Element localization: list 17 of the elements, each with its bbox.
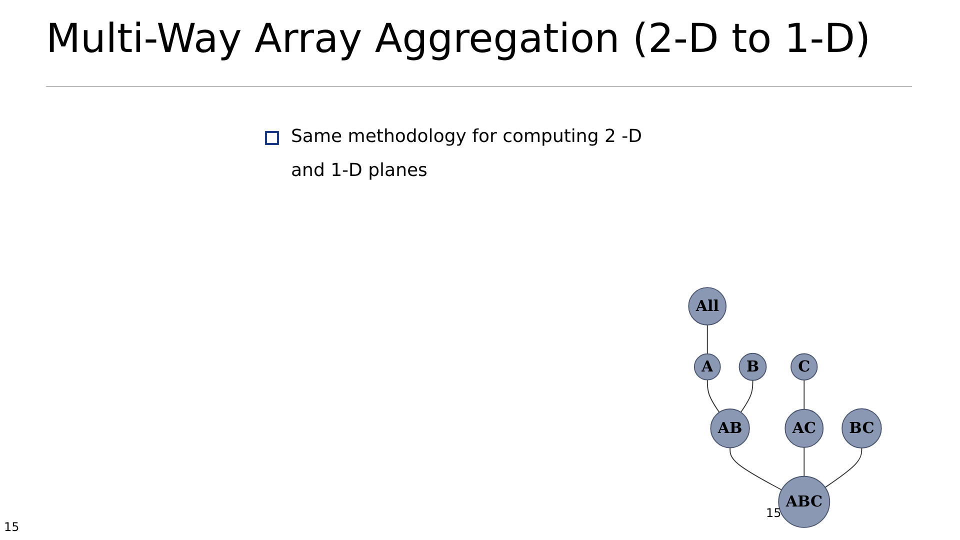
node-circle: All	[688, 287, 727, 326]
connector	[804, 446, 805, 477]
node-circle: AC	[784, 408, 824, 448]
slide-title: Multi-Way Array Aggregation (2-D to 1-D)	[46, 16, 871, 62]
page-number: 15	[4, 520, 20, 534]
connector	[804, 380, 805, 410]
node-circle: C	[790, 353, 818, 380]
node-circle: A	[694, 353, 721, 380]
node-circle: BC	[842, 408, 882, 448]
connector	[706, 324, 708, 354]
connector	[740, 380, 754, 413]
connector	[730, 447, 782, 490]
connector	[706, 379, 720, 413]
bullet-text: Same methodology for computing 2 -D and 1-D planes	[291, 125, 644, 183]
node-circle: AB	[710, 408, 750, 448]
node-circle: B	[738, 352, 767, 381]
connector	[824, 448, 862, 488]
